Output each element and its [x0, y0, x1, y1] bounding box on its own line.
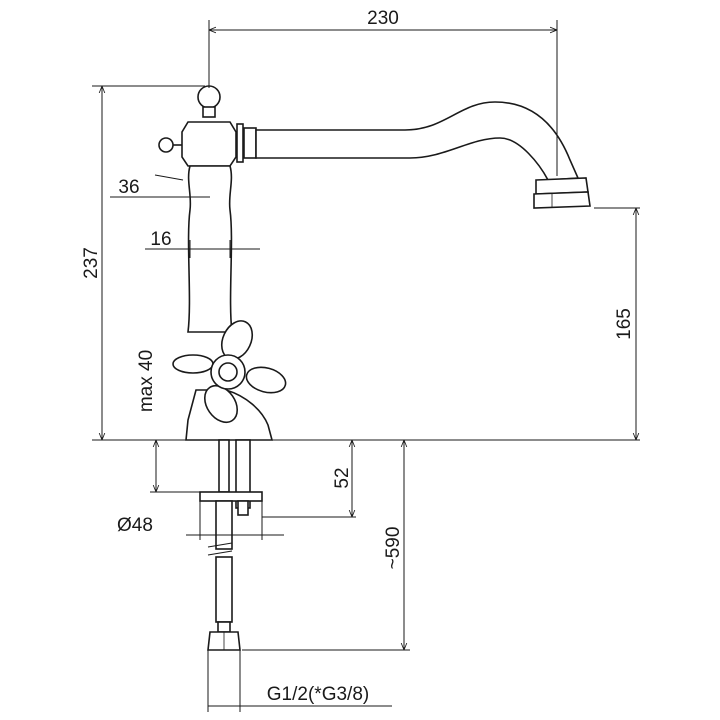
spout: [255, 101, 591, 209]
hose-lower: [215, 556, 233, 623]
label-dia48: Ø48: [117, 515, 153, 536]
leader-36: [154, 174, 184, 181]
aerator-bottom: [533, 191, 591, 209]
label-230: 230: [367, 8, 399, 29]
dimension-lines: [92, 20, 640, 712]
mounting-assembly: [199, 439, 263, 651]
label-52: 52: [332, 467, 353, 488]
hose-break-marks: [207, 542, 233, 556]
label-thread: G1/2(*G3/8): [267, 684, 369, 705]
mounting-nut: [237, 500, 249, 516]
handle-arm-left: [172, 354, 214, 374]
mounting-plate: [199, 491, 263, 502]
hose-ferrule: [217, 621, 231, 633]
label-165: 165: [614, 308, 635, 340]
hose-upper: [215, 500, 233, 550]
spout-ring-2: [243, 127, 257, 159]
side-knob: [158, 137, 174, 153]
label-237: 237: [81, 247, 102, 279]
cross-handle: [172, 320, 287, 424]
label-max40: max 40: [136, 350, 157, 412]
spout-ring: [236, 123, 244, 163]
top-finial: [197, 85, 221, 109]
spout-tube: [255, 101, 580, 181]
label-590: ~590: [383, 527, 404, 570]
finial-neck: [202, 106, 216, 118]
handle-arm-down: [203, 384, 239, 424]
upper-collar: [181, 121, 237, 167]
handle-arm-right: [245, 366, 287, 394]
handle-cap: [218, 362, 238, 382]
dimension-labels: 230 237 165 36 16 max 40 52 Ø48 ~590 G1/…: [81, 8, 635, 705]
label-36: 36: [118, 177, 139, 198]
shank-left: [218, 439, 230, 493]
label-16: 16: [150, 229, 171, 250]
